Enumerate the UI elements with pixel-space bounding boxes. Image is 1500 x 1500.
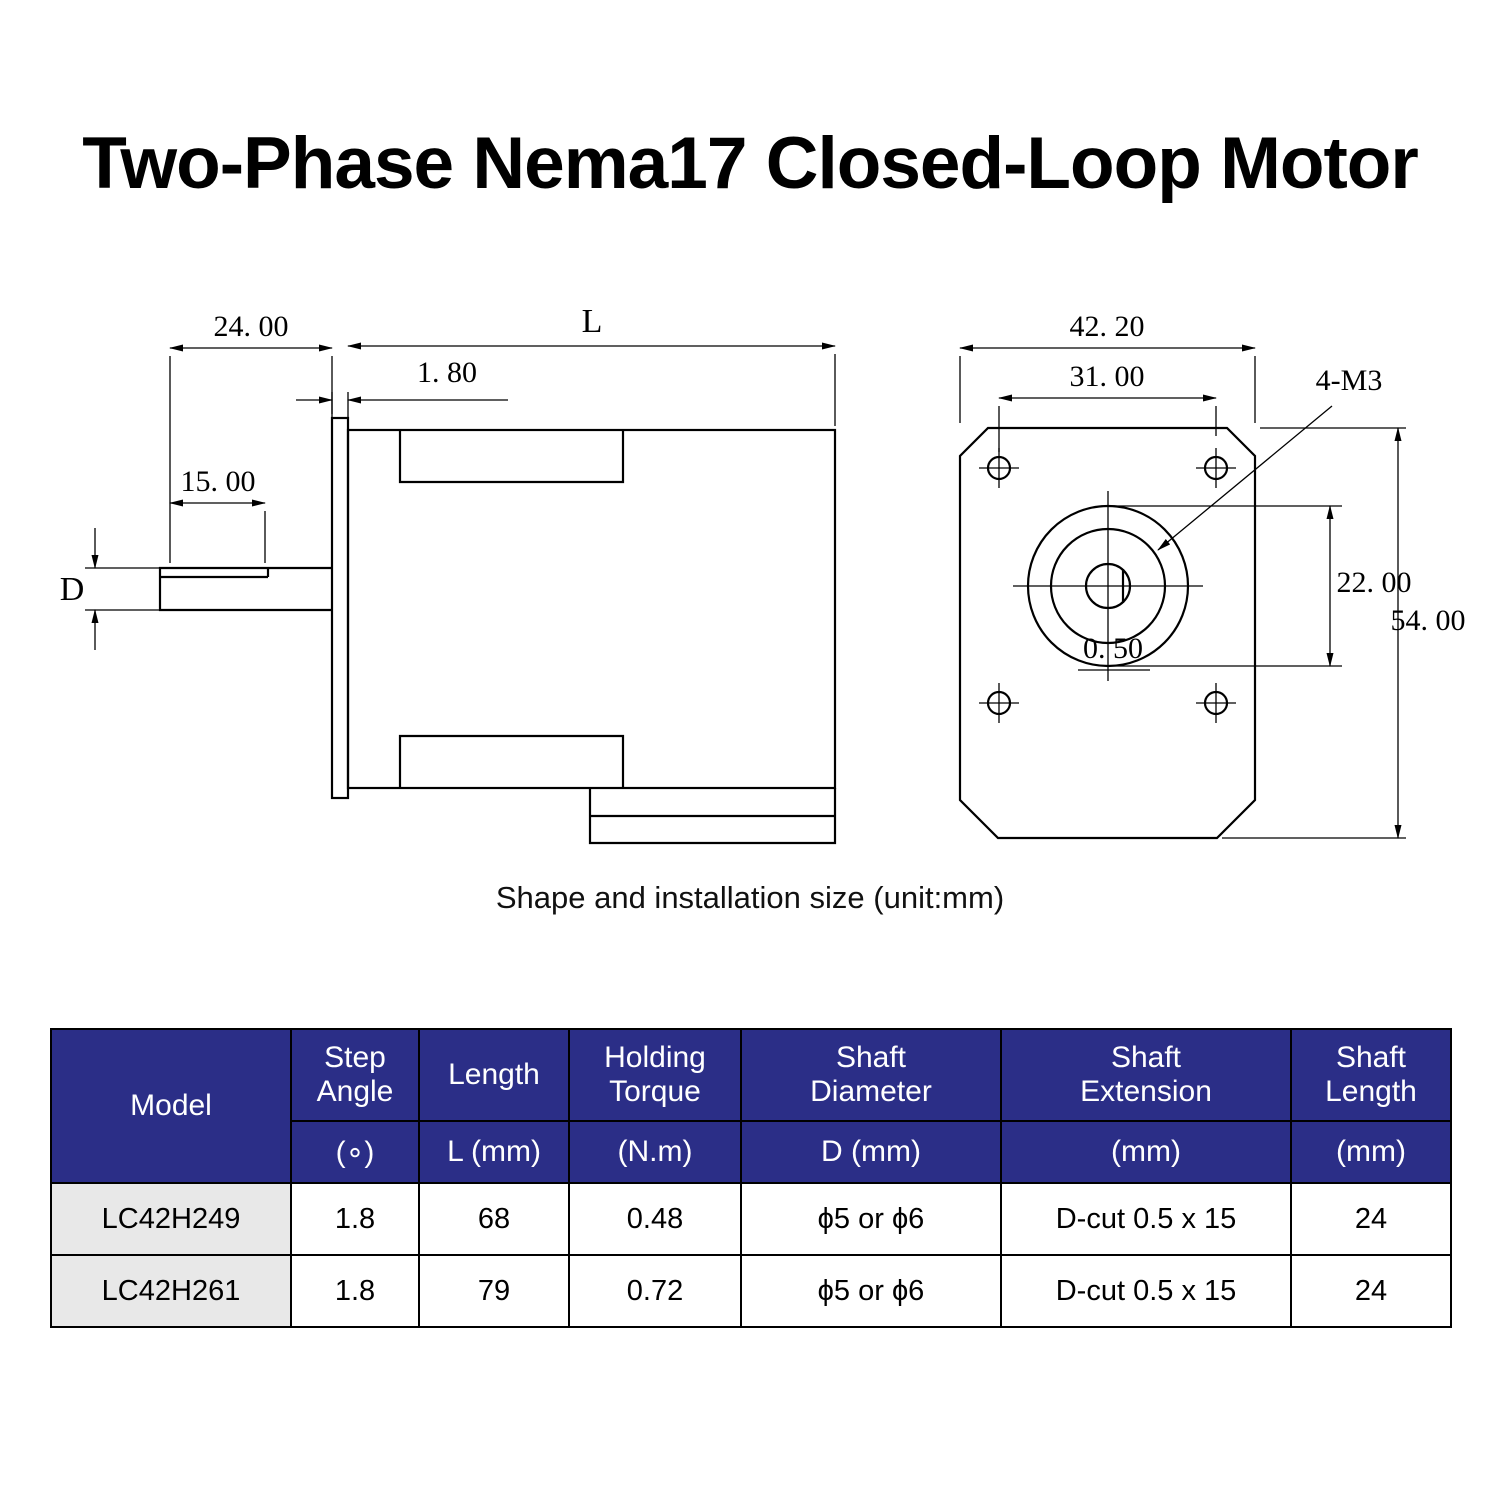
dim-label-42-20mm: 42. 20 (1070, 310, 1145, 343)
body-bottom-notch (398, 734, 625, 788)
table-header-row-labels: Model Step Angle Length Holding Torque S… (50, 1028, 1452, 1184)
cell-shaft-diameter-0: ϕ5 or ϕ6 (740, 1182, 1002, 1256)
side-view-outline (158, 416, 837, 845)
front-view-centerlines (979, 448, 1236, 723)
page-title: Two-Phase Nema17 Closed-Loop Motor (82, 123, 1419, 204)
dim-label-15mm: 15. 00 (181, 465, 256, 498)
col-header-shaft-diameter: Shaft Diameter (740, 1028, 1002, 1122)
cell-model-1: LC42H261 (50, 1254, 292, 1328)
col-header-shaft-extension: Shaft Extension (1000, 1028, 1292, 1122)
front-flange-plate (330, 416, 350, 800)
body-top-notch (398, 430, 625, 484)
dim-label-4-M3: 4-M3 (1316, 364, 1383, 397)
cell-shaft-length-1: 24 (1290, 1254, 1452, 1328)
cell-shaft-diameter-1: ϕ5 or ϕ6 (740, 1254, 1002, 1328)
dim-label-22mm: 22. 00 (1337, 566, 1412, 599)
col-header-shaft-length: Shaft Length (1290, 1028, 1452, 1122)
front-view-dimensions: 42. 20 31. 00 4-M3 22. 00 54. 00 0. 50 (959, 310, 1466, 839)
cell-length-0: 68 (418, 1182, 570, 1256)
col-header-holding-torque: Holding Torque (568, 1028, 742, 1122)
spec-table: Model Step Angle Length Holding Torque S… (50, 1028, 1452, 1328)
cell-torque-0: 0.48 (568, 1182, 742, 1256)
spec-row-lc42h261: LC42H261 1.8 79 0.72 ϕ5 or ϕ6 D-cut 0.5 … (50, 1254, 1452, 1328)
dim-label-L: L (582, 303, 603, 340)
dim-label-24mm: 24. 00 (214, 310, 289, 343)
table-header-row-units: (∘) L (mm) (N.m) D (mm) (mm) (mm) (51, 1120, 1452, 1184)
dim-label-31mm: 31. 00 (1070, 360, 1145, 393)
cell-shaft-length-0: 24 (1290, 1182, 1452, 1256)
col-header-step-angle: Step Angle (290, 1028, 420, 1122)
unit-holding-torque: (N.m) (568, 1120, 742, 1184)
drawing-caption: Shape and installation size (unit:mm) (495, 880, 1005, 915)
cell-shaft-extension-1: D-cut 0.5 x 15 (1000, 1254, 1292, 1328)
spec-row-lc42h249: LC42H249 1.8 68 0.48 ϕ5 or ϕ6 D-cut 0.5 … (50, 1182, 1452, 1256)
col-header-length: Length (418, 1028, 570, 1122)
cell-torque-1: 0.72 (568, 1254, 742, 1328)
shaft-dcut-flat (160, 568, 270, 579)
dim-label-54mm: 54. 00 (1391, 604, 1466, 637)
motor-body (346, 428, 837, 790)
col-header-model: Model (50, 1028, 292, 1184)
unit-shaft-length: (mm) (1290, 1120, 1452, 1184)
mounting-flange (958, 426, 1257, 840)
cell-step-angle-0: 1.8 (290, 1182, 420, 1256)
cell-shaft-extension-0: D-cut 0.5 x 15 (1000, 1182, 1292, 1256)
dim-label-D: D (60, 571, 85, 608)
cell-length-1: 79 (418, 1254, 570, 1328)
dim-label-1-80mm: 1. 80 (417, 356, 477, 389)
side-view-dimensions: 24. 00 L 1. 80 15. 00 D (60, 303, 836, 650)
dim-label-0-50mm: 0. 50 (1083, 632, 1143, 665)
cell-step-angle-1: 1.8 (290, 1254, 420, 1328)
unit-shaft-diameter: D (mm) (740, 1120, 1002, 1184)
unit-shaft-extension: (mm) (1000, 1120, 1292, 1184)
motor-shaft (158, 566, 332, 612)
encoder-housing (588, 788, 837, 845)
unit-length: L (mm) (418, 1120, 570, 1184)
unit-step-angle: (∘) (290, 1120, 420, 1184)
cell-model-0: LC42H249 (50, 1182, 292, 1256)
technical-drawing: 24. 00 L 1. 80 15. 00 D (60, 303, 1466, 845)
